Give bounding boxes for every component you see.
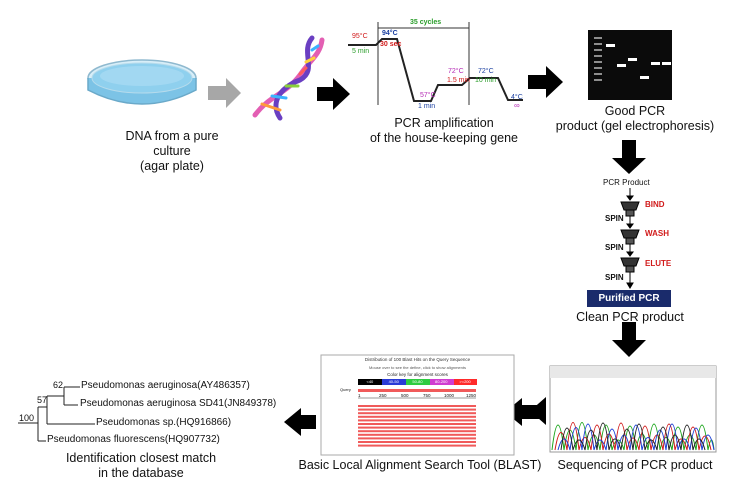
- blast-caption: Basic Local Alignment Search Tool (BLAST…: [298, 458, 542, 472]
- blast-tick: 1: [358, 393, 361, 398]
- blast-tick: 250: [379, 393, 387, 398]
- spin-column-diagram: [620, 188, 640, 289]
- purify-caption: Clean PCR product: [576, 310, 684, 324]
- bootstrap-value: 100: [19, 413, 35, 423]
- arrow-down-icon: [612, 140, 646, 174]
- pcr-product-label: PCR Product: [603, 178, 650, 187]
- pcr-t6: 4°C: [511, 94, 523, 101]
- pcr-d2: 30 sec: [380, 41, 402, 48]
- pcr-d1: 5 min: [352, 48, 370, 55]
- blast-legend: <40 40-50 50-80 80-200 >=200: [358, 379, 477, 385]
- wash-label: WASH: [645, 229, 669, 238]
- blast-tick: 750: [423, 393, 431, 398]
- legend-bin: >=200: [459, 379, 471, 384]
- pcr-t1: 95°C: [352, 33, 368, 40]
- pcr-d3: 1 min: [418, 103, 436, 110]
- arrow-down-icon: [612, 322, 646, 357]
- arrow-right-icon: [528, 66, 563, 98]
- pcr-caption: PCR amplification of the house-keeping g…: [364, 116, 524, 146]
- culture-caption: DNA from a pure culture (agar plate): [112, 129, 232, 174]
- legend-bin: 50-80: [412, 379, 423, 384]
- legend-bin: <40: [366, 379, 374, 384]
- phylogenetic-tree: [18, 386, 95, 442]
- purified-pcr-box: Purified PCR: [587, 290, 671, 307]
- pcr-d6: ∞: [514, 101, 520, 110]
- gel-image: [588, 30, 672, 100]
- tree-taxon: Pseudomonas sp.(HQ916866): [96, 417, 232, 428]
- arrow-right-icon: [317, 78, 350, 110]
- gel-caption-line2: product (gel electrophoresis): [555, 119, 715, 133]
- pcr-caption-line1: PCR amplification: [394, 116, 494, 130]
- blast-tick: 500: [401, 393, 409, 398]
- tree-caption: Identification closest match in the data…: [56, 451, 226, 481]
- tree-taxon: Pseudomonas aeruginosa SD41(JN849378): [80, 398, 277, 409]
- tree-taxon: Pseudomonas aeruginosa(AY486357): [81, 380, 250, 391]
- pcr-t3: 57°C: [420, 92, 436, 99]
- culture-caption-line1: DNA from a pure culture: [125, 129, 219, 158]
- pcr-cycles-label: 35 cycles: [408, 19, 444, 26]
- sequencing-caption: Sequencing of PCR product: [557, 458, 713, 472]
- blast-title: Distribution of 100 Blast Hits on the Qu…: [364, 357, 471, 362]
- blast-legend-title: Color key for alignment scores: [387, 372, 448, 377]
- sequencing-chromatogram: [549, 365, 717, 453]
- blast-query-label: Query: [340, 387, 351, 392]
- pcr-t2: 94°C: [382, 30, 398, 37]
- gray-arrow-icon: [208, 78, 241, 108]
- pcr-d5: 10 min: [475, 77, 497, 84]
- gel-caption: Good PCR product (gel electrophoresis): [555, 104, 715, 134]
- tree-caption-line2: in the database: [98, 466, 184, 480]
- elute-label: ELUTE: [645, 259, 672, 268]
- blast-panel: [320, 354, 515, 456]
- petri-dish-icon: [87, 59, 197, 105]
- tree-taxon: Pseudomonas fluorescens(HQ907732): [47, 434, 220, 445]
- legend-bin: 80-200: [435, 379, 448, 384]
- pcr-caption-line2: of the house-keeping gene: [369, 131, 519, 145]
- bind-label: BIND: [645, 200, 665, 209]
- spin-label-2: SPIN: [605, 243, 624, 252]
- blast-subtitle: Mouse over to see the define, click to s…: [369, 365, 466, 370]
- pcr-t4: 72°C: [448, 68, 464, 75]
- pcr-d4: 1.5 min: [447, 77, 470, 84]
- pcr-thermal-profile: [348, 22, 523, 105]
- blast-tick: 1250: [466, 393, 477, 398]
- culture-caption-line2: (agar plate): [140, 159, 204, 173]
- legend-bin: 40-50: [388, 379, 399, 384]
- spin-label-1: SPIN: [605, 214, 624, 223]
- blast-ticks: 1 250 500 750 1000 1250: [350, 393, 480, 399]
- tree-caption-line1: Identification closest match: [65, 451, 217, 465]
- gel-caption-line1: Good PCR: [604, 104, 666, 118]
- dna-helix-icon: [252, 35, 325, 121]
- blast-tick: 1000: [444, 393, 455, 398]
- arrow-left-icon: [284, 408, 316, 436]
- bootstrap-value: 57: [37, 395, 48, 405]
- spin-label-3: SPIN: [605, 273, 624, 282]
- pcr-t5: 72°C: [478, 68, 494, 75]
- bootstrap-value: 62: [53, 380, 64, 390]
